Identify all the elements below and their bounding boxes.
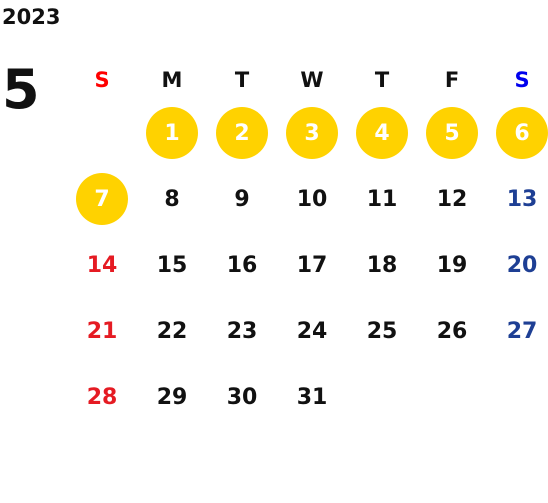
day-number: 1 xyxy=(164,120,180,146)
day-cell[interactable]: 30 xyxy=(207,364,277,430)
day-number: 23 xyxy=(226,318,258,344)
day-cell[interactable]: 9 xyxy=(207,166,277,232)
weekday-header-wednesday: W xyxy=(300,68,324,92)
highlight-circle xyxy=(426,107,478,159)
day-cell[interactable]: 19 xyxy=(417,232,487,298)
day-cell[interactable]: 4 xyxy=(347,100,417,166)
day-cell[interactable]: 27 xyxy=(487,298,548,364)
day-number: 10 xyxy=(296,186,328,212)
day-number: 17 xyxy=(296,252,328,278)
day-number: 7 xyxy=(94,186,110,212)
day-number: 20 xyxy=(506,252,538,278)
day-number: 5 xyxy=(444,120,460,146)
day-cell[interactable]: 10 xyxy=(277,166,347,232)
day-cell-empty xyxy=(417,364,487,430)
day-number: 2 xyxy=(234,120,250,146)
day-cell[interactable]: 1 xyxy=(137,100,207,166)
day-cell[interactable]: 6 xyxy=(487,100,548,166)
day-number: 6 xyxy=(514,120,530,146)
day-number: 31 xyxy=(296,384,328,410)
day-number: 13 xyxy=(506,186,538,212)
day-cell[interactable]: 3 xyxy=(277,100,347,166)
day-number: 9 xyxy=(234,186,250,212)
day-number: 30 xyxy=(226,384,258,410)
day-number: 19 xyxy=(436,252,468,278)
day-cell[interactable]: 2 xyxy=(207,100,277,166)
day-cell[interactable]: 24 xyxy=(277,298,347,364)
calendar-grid: S M T W T F S 1 2 3 4 5 6 7 8 9 10 11 12… xyxy=(67,60,548,430)
day-cell[interactable]: 29 xyxy=(137,364,207,430)
day-number: 24 xyxy=(296,318,328,344)
day-cell[interactable]: 18 xyxy=(347,232,417,298)
day-number: 11 xyxy=(366,186,398,212)
year-label: 2023 xyxy=(2,5,61,29)
day-cell[interactable]: 20 xyxy=(487,232,548,298)
day-number: 4 xyxy=(374,120,390,146)
day-number: 15 xyxy=(156,252,188,278)
highlight-circle xyxy=(146,107,198,159)
day-cell-empty xyxy=(487,364,548,430)
day-number: 27 xyxy=(506,318,538,344)
weekday-header-saturday: S xyxy=(514,68,530,92)
highlight-circle xyxy=(76,173,128,225)
day-number: 28 xyxy=(86,384,118,410)
day-number: 22 xyxy=(156,318,188,344)
weekday-header-monday: M xyxy=(161,68,183,92)
day-number: 16 xyxy=(226,252,258,278)
weekday-header-tuesday: T xyxy=(234,68,250,92)
day-cell[interactable]: 11 xyxy=(347,166,417,232)
day-cell[interactable]: 23 xyxy=(207,298,277,364)
day-cell[interactable]: 8 xyxy=(137,166,207,232)
weekday-header-sunday: S xyxy=(94,68,110,92)
day-cell-empty xyxy=(67,100,137,166)
day-cell[interactable]: 25 xyxy=(347,298,417,364)
day-cell[interactable]: 21 xyxy=(67,298,137,364)
weekday-header-thursday: T xyxy=(374,68,390,92)
day-cell[interactable]: 16 xyxy=(207,232,277,298)
day-cell[interactable]: 12 xyxy=(417,166,487,232)
day-cell-empty xyxy=(347,364,417,430)
day-number: 14 xyxy=(86,252,118,278)
day-cell[interactable]: 7 xyxy=(67,166,137,232)
highlight-circle xyxy=(216,107,268,159)
day-number: 3 xyxy=(304,120,320,146)
day-cell[interactable]: 31 xyxy=(277,364,347,430)
weekday-header-friday: F xyxy=(444,68,460,92)
day-cell[interactable]: 17 xyxy=(277,232,347,298)
day-cell[interactable]: 5 xyxy=(417,100,487,166)
month-label: 5 xyxy=(2,58,40,121)
day-cell[interactable]: 14 xyxy=(67,232,137,298)
day-number: 25 xyxy=(366,318,398,344)
highlight-circle xyxy=(496,107,548,159)
day-cell[interactable]: 28 xyxy=(67,364,137,430)
day-number: 21 xyxy=(86,318,118,344)
day-number: 12 xyxy=(436,186,468,212)
day-number: 8 xyxy=(164,186,180,212)
highlight-circle xyxy=(286,107,338,159)
highlight-circle xyxy=(356,107,408,159)
day-number: 18 xyxy=(366,252,398,278)
day-cell[interactable]: 13 xyxy=(487,166,548,232)
day-number: 29 xyxy=(156,384,188,410)
day-number: 26 xyxy=(436,318,468,344)
day-cell[interactable]: 22 xyxy=(137,298,207,364)
day-cell[interactable]: 26 xyxy=(417,298,487,364)
day-cell[interactable]: 15 xyxy=(137,232,207,298)
